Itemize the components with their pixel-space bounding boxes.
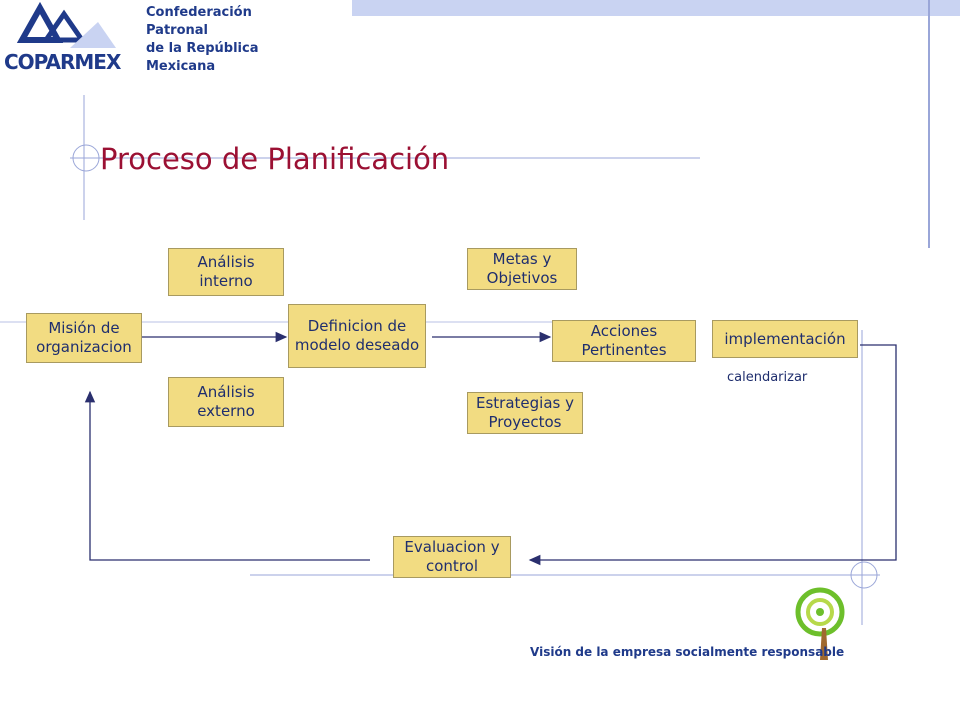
logo-organization-name: Confederación Patronal de la República M… — [146, 5, 259, 74]
top-band — [352, 0, 960, 16]
bottom-ring — [850, 561, 878, 589]
box-implementacion: implementación — [712, 320, 858, 358]
box-evaluacion: Evaluacion y control — [393, 536, 511, 578]
tree-logo-icon — [795, 587, 845, 660]
box-estrategias: Estrategias y Proyectos — [467, 392, 583, 434]
box-analisis-interno: Análisis interno — [168, 248, 284, 296]
calendarizar-label: calendarizar — [727, 370, 808, 385]
coparmex-logo-icon — [16, 1, 116, 48]
box-mision: Misión de organizacion — [26, 313, 142, 363]
box-definicion: Definicion de modelo deseado — [288, 304, 426, 368]
title-ring — [72, 144, 100, 172]
box-acciones: Acciones Pertinentes — [552, 320, 696, 362]
footer-tagline: Visión de la empresa socialmente respons… — [530, 645, 845, 659]
box-metas: Metas y Objetivos — [467, 248, 577, 290]
slide-title: Proceso de Planificación — [100, 142, 450, 176]
arrow-evaluacion-mision — [84, 390, 370, 561]
box-analisis-externo: Análisis externo — [168, 377, 284, 427]
logo-wordmark: COPARMEX — [4, 50, 121, 74]
arrow-implementacion-evaluacion — [528, 344, 897, 566]
